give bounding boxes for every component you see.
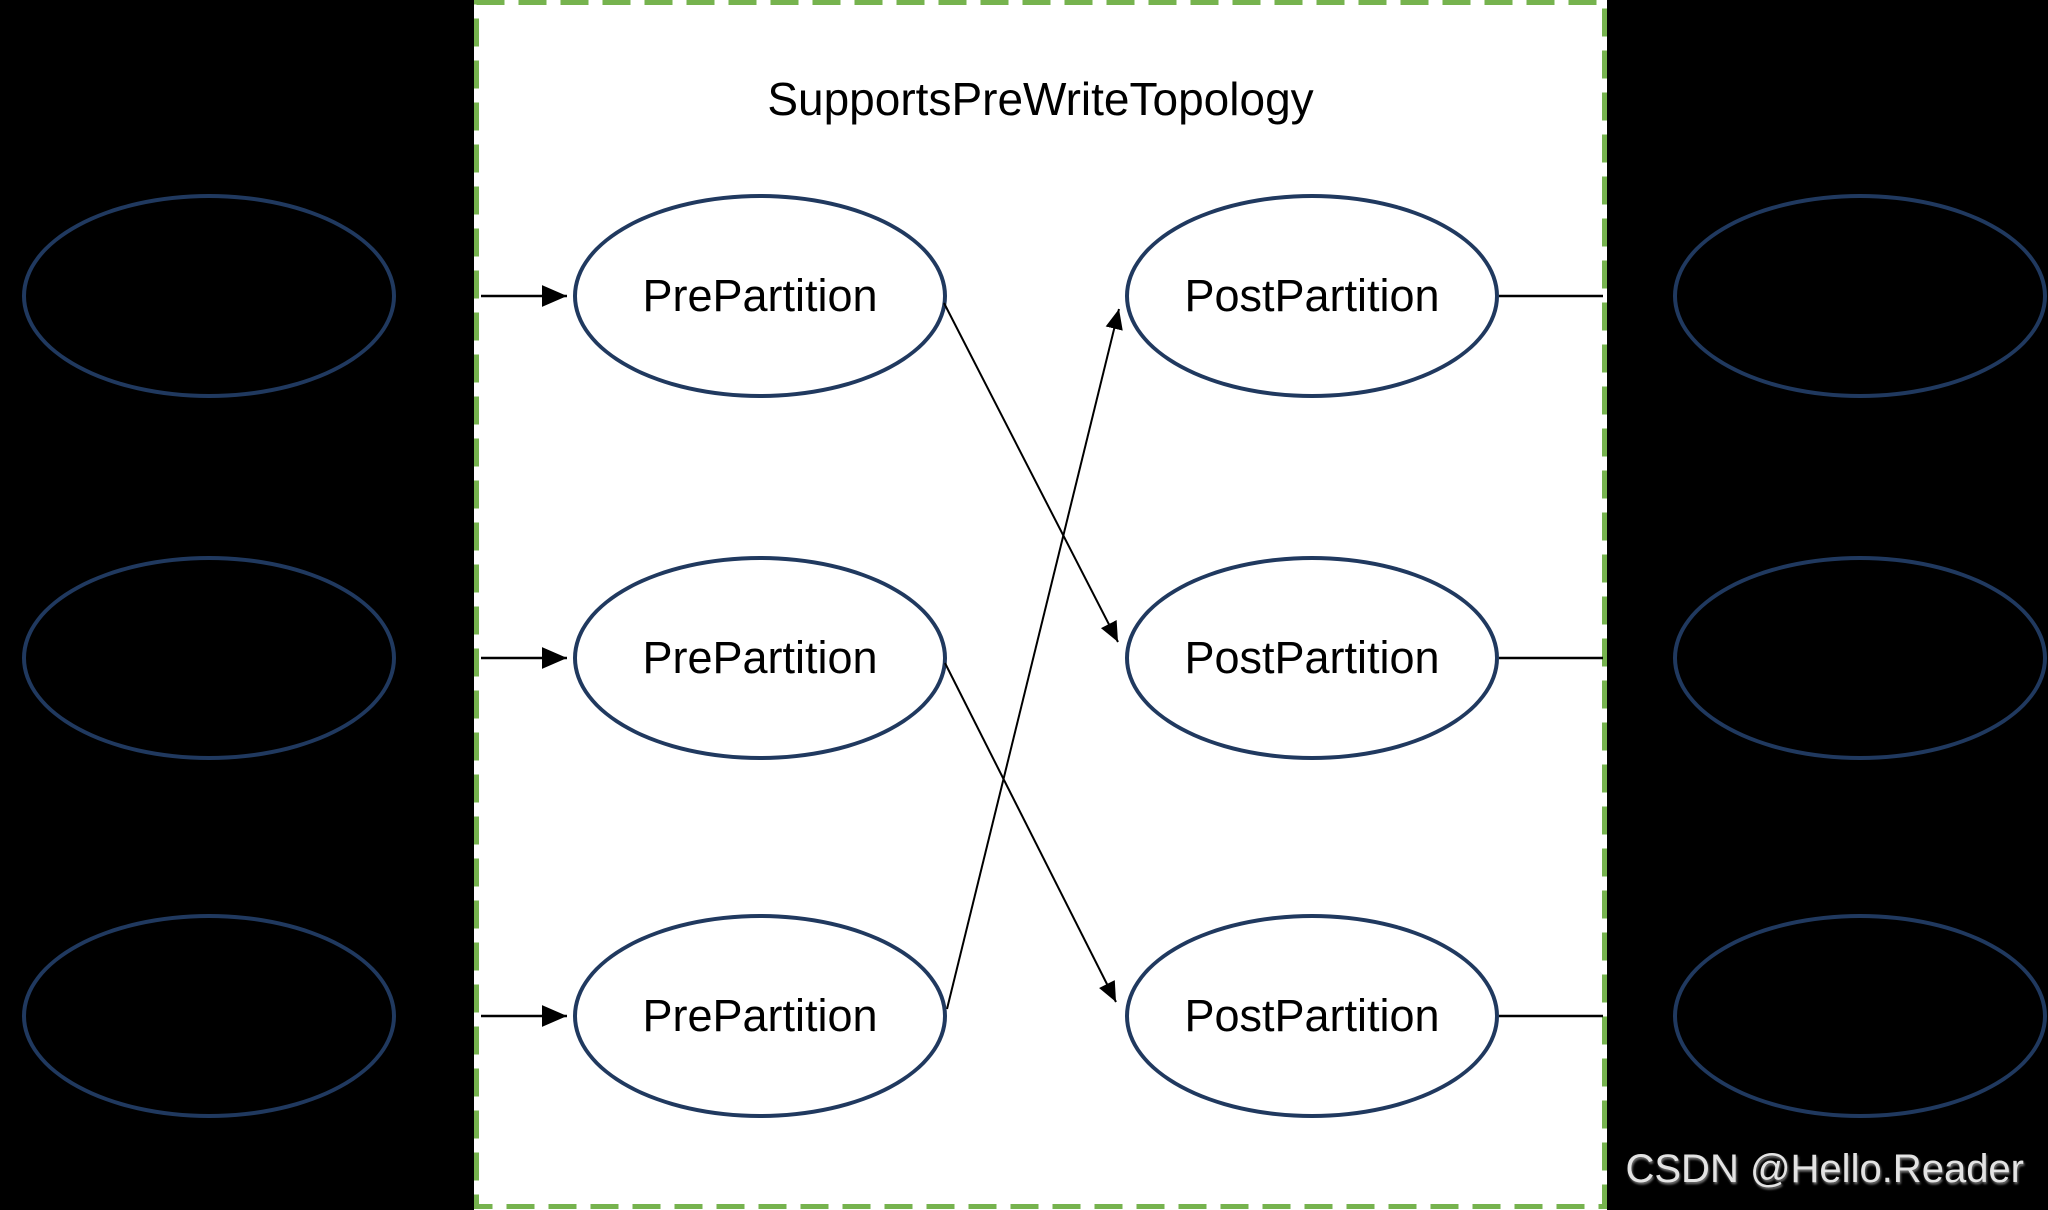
watermark-text: CSDN @Hello.Reader <box>1625 1147 2024 1191</box>
left-external-node-3 <box>22 914 396 1118</box>
post-partition-label-3: PostPartition <box>1184 990 1440 1041</box>
left-external-node-2 <box>22 556 396 760</box>
right-external-node-3 <box>1673 914 2047 1118</box>
post-partition-label-1: PostPartition <box>1184 270 1440 321</box>
left-external-node-1 <box>22 194 396 398</box>
pre-partition-label-2: PrePartition <box>642 632 878 683</box>
post-partition-node-1: PostPartition <box>1125 194 1499 398</box>
panel-title: SupportsPreWriteTopology <box>767 73 1314 125</box>
pre-partition-node-3: PrePartition <box>573 914 947 1118</box>
post-partition-node-2: PostPartition <box>1125 556 1499 760</box>
pre-partition-node-1: PrePartition <box>573 194 947 398</box>
pre-partition-node-2: PrePartition <box>573 556 947 760</box>
post-partition-label-2: PostPartition <box>1184 632 1440 683</box>
post-partition-node-3: PostPartition <box>1125 914 1499 1118</box>
right-external-node-1 <box>1673 194 2047 398</box>
pre-partition-label-3: PrePartition <box>642 990 878 1041</box>
right-external-node-2 <box>1673 556 2047 760</box>
pre-partition-label-1: PrePartition <box>642 270 878 321</box>
